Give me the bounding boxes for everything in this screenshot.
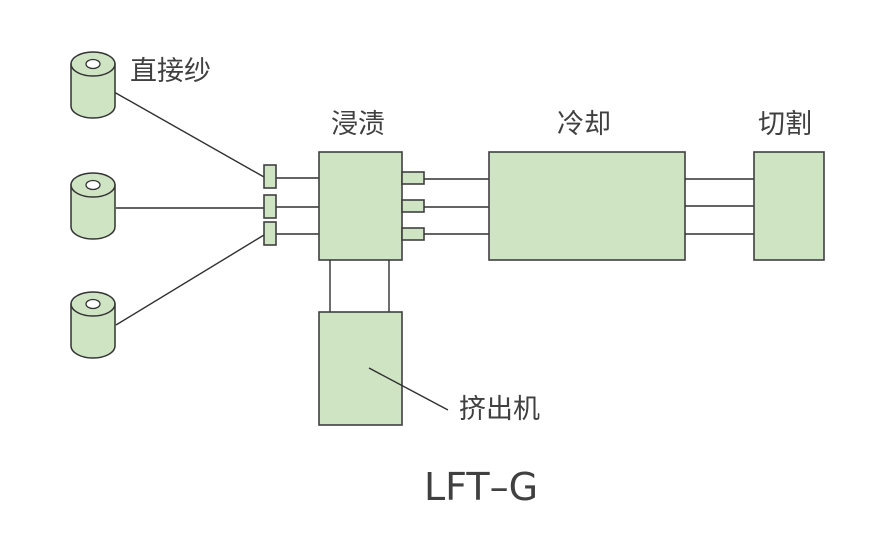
direct-roving-label: 直接纱 xyxy=(130,56,211,87)
cutting-label: 切割 xyxy=(758,109,812,140)
diagram-title: LFT–G xyxy=(424,465,538,509)
extruder-label: 挤出机 xyxy=(459,394,540,425)
impregnation-label: 浸渍 xyxy=(331,109,385,140)
outlet-connector-1 xyxy=(401,171,425,185)
outlet-connector-3 xyxy=(401,227,425,241)
impregnation-box xyxy=(318,151,403,261)
roving-line-3 xyxy=(115,234,265,326)
inlet-connector-1 xyxy=(263,164,277,189)
roving-line-1 xyxy=(113,91,265,178)
inlet-connector-2 xyxy=(263,194,277,219)
cooling-box xyxy=(488,151,686,261)
outlet-connector-2 xyxy=(401,199,425,213)
extruder-box xyxy=(318,311,403,426)
spool-3-icon xyxy=(70,291,116,359)
inlet-connector-3 xyxy=(263,221,277,246)
spool-2-icon xyxy=(70,172,116,240)
cutting-box xyxy=(753,151,825,261)
extruder-leader-line xyxy=(368,367,449,411)
cooling-label: 冷却 xyxy=(557,109,611,140)
spool-1-icon xyxy=(70,51,116,119)
